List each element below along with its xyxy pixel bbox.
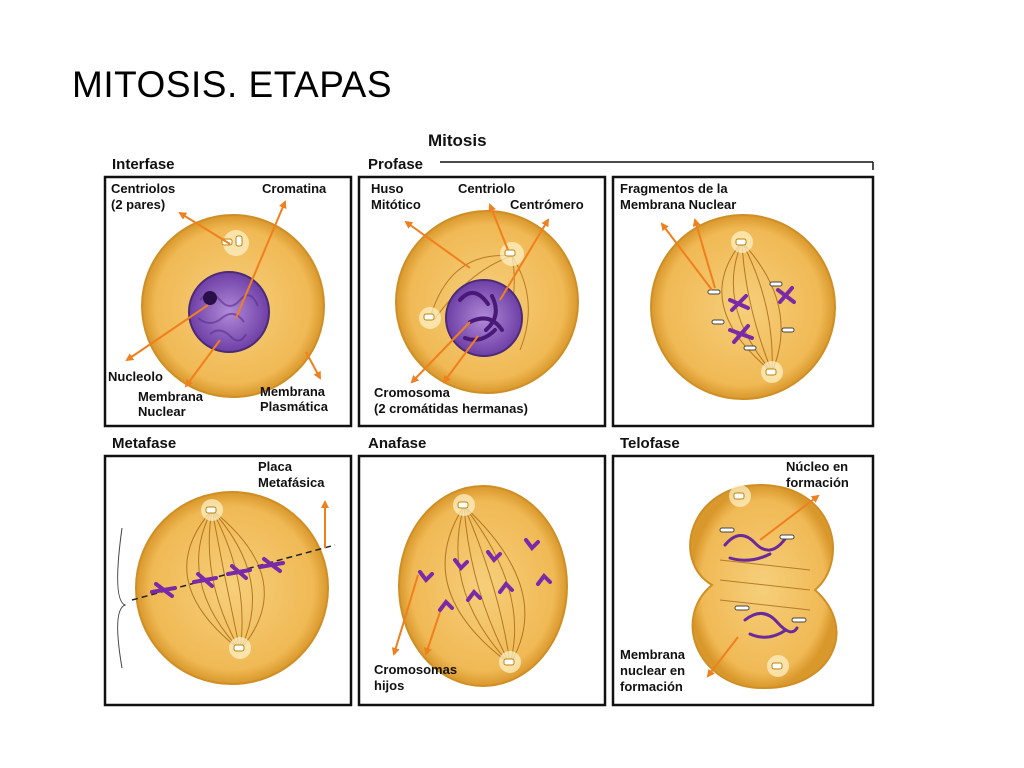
slide-title: MITOSIS. ETAPAS	[72, 64, 393, 105]
membrane-fragments	[707, 281, 795, 351]
cell-body-dividing	[689, 483, 838, 690]
centriole-top	[500, 242, 524, 266]
nucleolus	[203, 291, 217, 305]
membrane-pieces	[719, 527, 807, 623]
centriole-bottom	[229, 637, 251, 659]
label-fragments: Fragmentos de la	[620, 181, 728, 196]
label-membrane-forming-2: nuclear en	[620, 663, 685, 678]
label-nucleus-forming: Núcleo en	[786, 459, 848, 474]
stage-label-profase: Profase	[368, 156, 423, 173]
fragments-arrows	[660, 218, 716, 291]
centriole-bottom	[761, 361, 783, 383]
panel-03-prometafase: Fragmentos de la Membrana Nuclear	[611, 175, 875, 428]
label-membrane-forming: Membrana	[620, 647, 686, 662]
label-nucleolus: Nucleolo	[108, 369, 163, 384]
label-plate: Placa	[258, 459, 293, 474]
stage-label-telofase: Telofase	[620, 435, 680, 452]
centriole-top	[731, 231, 753, 253]
label-centrioles: Centriolos	[111, 181, 175, 196]
profase-arrows	[404, 203, 550, 384]
centriole-bottom	[767, 655, 789, 677]
condensed-chromosomes	[458, 291, 504, 342]
label-plate-2: Metafásica	[258, 475, 325, 490]
chromosomes	[150, 557, 285, 598]
panel-frame	[357, 175, 607, 428]
cell-body	[398, 485, 568, 687]
label-plasma-membrane: Membrana	[260, 384, 326, 399]
panel-05-anafase: Anafase Cromosomas hijos	[357, 435, 607, 707]
interfase-arrows	[125, 200, 321, 388]
label-nuclear-membrane: Membrana	[138, 389, 204, 404]
spindle-remnant	[719, 559, 811, 611]
stage-label-metafase: Metafase	[112, 435, 176, 452]
daughter-chromosomes	[418, 538, 552, 612]
stage-label-anafase: Anafase	[368, 435, 426, 452]
label-daughter-2: hijos	[374, 678, 404, 693]
stage-label-interfase: Interfase	[112, 156, 175, 173]
panel-01-interfase: Interfase Centriolos (2 pares) Cromatina…	[103, 156, 353, 428]
centriole-top	[729, 485, 751, 507]
panel-frame	[611, 454, 875, 707]
label-centromere: Centrómero	[510, 197, 584, 212]
label-fragments-2: Membrana Nuclear	[620, 197, 736, 212]
anafase-arrows	[391, 574, 441, 656]
label-nucleus-forming-2: formación	[786, 475, 849, 490]
label-membrane-forming-3: formación	[620, 679, 683, 694]
label-centriole: Centriolo	[458, 181, 515, 196]
cell-body	[135, 491, 329, 685]
label-spindle: Huso	[371, 181, 404, 196]
label-spindle-2: Mitótico	[371, 197, 421, 212]
label-plasma-membrane-2: Plasmática	[260, 399, 329, 414]
centriole-top	[453, 494, 475, 516]
nucleus	[188, 271, 270, 353]
panel-frame	[611, 175, 875, 428]
panel-frame	[103, 175, 353, 428]
label-chromosome-2: (2 cromátidas hermanas)	[374, 401, 528, 416]
centriole-left	[419, 307, 441, 329]
panel-02-profase: Profase Huso Mitótico Centriolo Centróme…	[357, 156, 607, 428]
centriole-bottom	[499, 651, 521, 673]
bracket	[117, 527, 127, 669]
centrioles	[221, 230, 249, 256]
forming-nuclei	[723, 534, 799, 639]
panel-04-metafase: Metafase Placa Metafásica	[103, 435, 353, 707]
label-centrioles-2: (2 pares)	[111, 197, 165, 212]
label-nuclear-membrane-2: Nuclear	[138, 404, 186, 419]
label-daughter: Cromosomas	[374, 662, 457, 677]
label-chromosome: Cromosoma	[374, 385, 451, 400]
panel-frame	[357, 454, 607, 707]
panel-06-telofase: Telofase Núcleo en formación Membrana nu…	[611, 435, 875, 707]
chromosomes	[728, 286, 796, 344]
mitosis-header: Mitosis	[428, 131, 487, 150]
telofase-arrows	[706, 494, 820, 678]
label-chromatin: Cromatina	[262, 181, 327, 196]
centriole-top	[201, 499, 223, 521]
panel-frame	[103, 454, 353, 707]
